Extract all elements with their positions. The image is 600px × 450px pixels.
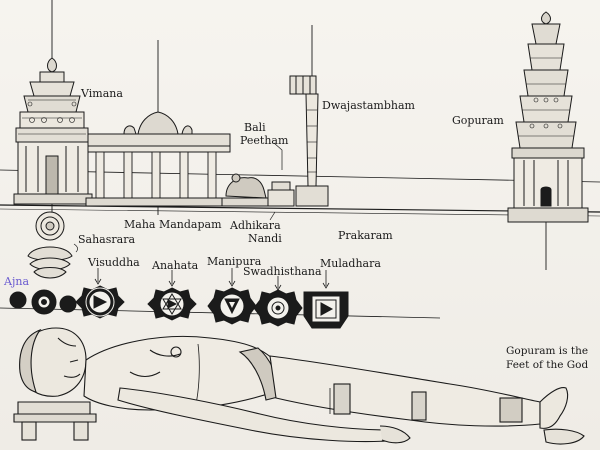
label-visuddha: Visuddha bbox=[88, 256, 140, 269]
sahasrara-chakra bbox=[27, 211, 78, 279]
label-prakaram: Prakaram bbox=[338, 229, 393, 242]
label-gopuram: Gopuram bbox=[452, 114, 504, 127]
maha-mandapam bbox=[85, 111, 233, 207]
bali-leader bbox=[273, 142, 283, 170]
adhikara-leader bbox=[269, 211, 276, 221]
bali-peetham bbox=[267, 181, 295, 207]
label-maha-mandapam: Maha Mandapam bbox=[124, 218, 222, 231]
vimana-tower bbox=[13, 57, 93, 205]
gopuram-tower bbox=[507, 11, 589, 223]
dwajastambham bbox=[289, 75, 329, 207]
label-sahasrara: Sahasrara bbox=[78, 233, 136, 246]
gopuram-note-line1: Gopuram is the bbox=[506, 345, 589, 357]
nandi-bull bbox=[221, 173, 273, 207]
ajna-chakra bbox=[9, 289, 77, 315]
label-anahata: Anahata bbox=[152, 259, 199, 272]
gopuram-note-line2: Feet of the God bbox=[506, 359, 589, 371]
label-ajna: Ajna bbox=[4, 275, 29, 288]
anahata-chakra bbox=[147, 287, 197, 321]
ground-line-2 bbox=[0, 208, 600, 217]
label-peetham: Peetham bbox=[240, 134, 289, 147]
label-manipura: Manipura bbox=[207, 255, 262, 268]
chakra-arrows bbox=[94, 268, 330, 291]
label-muladhara: Muladhara bbox=[320, 257, 381, 270]
label-nandi: Nandi bbox=[248, 232, 282, 245]
gopuram-note: Gopuram is the Feet of the God bbox=[506, 344, 588, 372]
label-dwajastambham: Dwajastambham bbox=[322, 99, 415, 112]
label-vimana: Vimana bbox=[81, 87, 123, 100]
label-bali: Bali bbox=[244, 121, 266, 134]
manipura-chakra bbox=[207, 287, 257, 325]
label-swadhisthana: Swadhisthana bbox=[243, 265, 322, 278]
reclining-figure bbox=[13, 327, 585, 445]
label-adhikara: Adhikara bbox=[230, 219, 281, 232]
visuddha-chakra bbox=[75, 285, 125, 319]
horizon-line bbox=[0, 169, 600, 183]
swadhisthana-chakra bbox=[253, 289, 303, 327]
muladhara-chakra bbox=[303, 291, 349, 329]
